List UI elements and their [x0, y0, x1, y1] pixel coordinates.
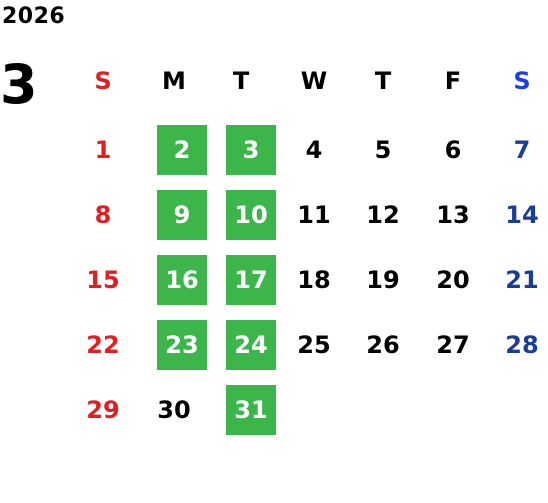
- day-cell[interactable]: 17: [234, 266, 268, 294]
- day-cell[interactable]: 5: [374, 136, 392, 164]
- day-highlight: [226, 385, 276, 435]
- day-highlight: [157, 320, 207, 370]
- day-cell[interactable]: 10: [234, 201, 268, 229]
- day-cell[interactable]: 19: [366, 266, 400, 294]
- weekday-label: T: [374, 67, 392, 95]
- day-cell[interactable]: 12: [366, 201, 400, 229]
- day-cell[interactable]: 14: [505, 201, 539, 229]
- weekday-label: S: [513, 67, 531, 95]
- day-highlight: [157, 125, 207, 175]
- weekday-label: T: [232, 67, 250, 95]
- day-cell[interactable]: 30: [157, 396, 191, 424]
- day-cell[interactable]: 1: [94, 136, 112, 164]
- day-highlight: [226, 190, 276, 240]
- day-cell[interactable]: 15: [86, 266, 120, 294]
- day-cell[interactable]: 21: [505, 266, 539, 294]
- month-number: 3: [0, 53, 38, 116]
- day-cell[interactable]: 23: [165, 331, 199, 359]
- day-cell[interactable]: 2: [173, 136, 191, 164]
- day-cell[interactable]: 24: [234, 331, 268, 359]
- day-cell[interactable]: 16: [165, 266, 199, 294]
- day-cell[interactable]: 28: [505, 331, 539, 359]
- day-cell[interactable]: 25: [297, 331, 331, 359]
- day-cell[interactable]: 20: [436, 266, 470, 294]
- day-highlight: [157, 255, 207, 305]
- day-cell[interactable]: 8: [94, 201, 112, 229]
- day-cell[interactable]: 31: [234, 396, 268, 424]
- day-cell[interactable]: 29: [86, 396, 120, 424]
- day-cell[interactable]: 22: [86, 331, 120, 359]
- year-label: 2026: [2, 4, 66, 29]
- day-cell[interactable]: 6: [444, 136, 462, 164]
- day-cell[interactable]: 18: [297, 266, 331, 294]
- day-cell[interactable]: 13: [436, 201, 470, 229]
- day-highlight: [157, 190, 207, 240]
- day-cell[interactable]: 7: [513, 136, 531, 164]
- day-cell[interactable]: 26: [366, 331, 400, 359]
- day-cell[interactable]: 27: [436, 331, 470, 359]
- day-highlight: [226, 255, 276, 305]
- day-highlight: [226, 320, 276, 370]
- weekday-label: W: [300, 67, 328, 95]
- day-cell[interactable]: 3: [242, 136, 260, 164]
- weekday-label: F: [444, 67, 462, 95]
- day-cell[interactable]: 11: [297, 201, 331, 229]
- day-cell[interactable]: 4: [305, 136, 323, 164]
- weekday-label: M: [162, 67, 186, 95]
- day-highlight: [226, 125, 276, 175]
- weekday-label: S: [94, 67, 112, 95]
- day-cell[interactable]: 9: [173, 201, 191, 229]
